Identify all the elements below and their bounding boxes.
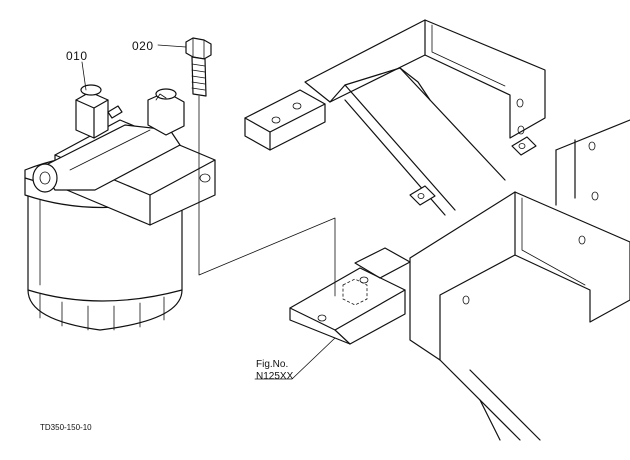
part-label-020: 020 — [132, 39, 154, 53]
part-label-010: 010 — [66, 49, 88, 63]
frame-chassis — [304, 19, 630, 441]
figure-ref-number: N125XX — [256, 371, 294, 382]
figure-ref-label: Fig.No. — [256, 359, 289, 370]
upper-bracket — [244, 89, 326, 151]
leader-lines — [81, 44, 336, 380]
bolt-020 — [185, 37, 212, 97]
fuel-filter-assembly — [24, 84, 216, 331]
drawing-code: TD350-150-10 — [40, 423, 92, 432]
lower-bracket — [289, 247, 411, 345]
